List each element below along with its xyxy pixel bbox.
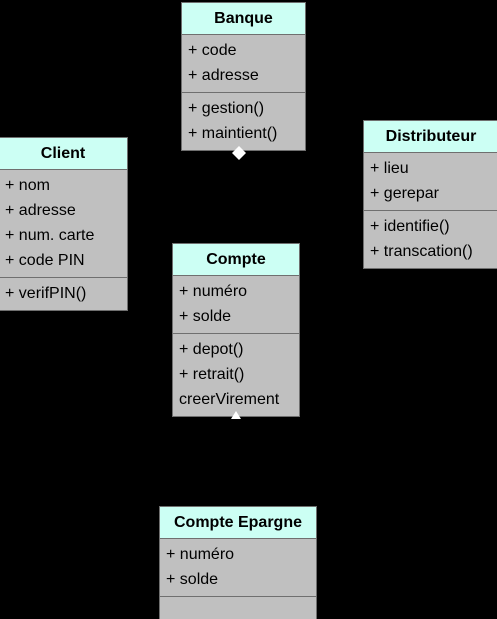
class-compte-name: Compte [173,244,299,276]
attribute: + code [188,42,237,59]
attribute: + lieu [370,160,409,177]
operation: + transcation() [370,243,473,260]
operation: creerVirement [179,391,280,408]
attribute: + adresse [5,202,76,219]
class-compte-epargne: Compte Epargne + numéro + solde [159,506,317,619]
class-compte: Compte + numéro + solde + depot() + retr… [172,243,300,417]
class-banque: Banque + code + adresse + gestion() + ma… [181,2,306,151]
class-distributeur-attributes: + lieu + gerepar [364,153,497,210]
operation: + identifie() [370,218,450,235]
attribute: + nom [5,177,50,194]
class-client-name: Client [0,138,127,170]
class-compte-operations: + depot() + retrait() creerVirement [173,333,299,416]
operation: + maintient() [188,125,278,142]
class-compte-epargne-attributes: + numéro + solde [160,539,316,596]
attribute: + adresse [188,67,259,84]
attribute: + numéro [166,546,235,563]
class-compte-attributes: + numéro + solde [173,276,299,333]
class-distributeur-name: Distributeur [364,121,497,153]
class-client: Client + nom + adresse + num. carte + co… [0,137,128,311]
operation: + depot() [179,341,244,358]
class-distributeur: Distributeur + lieu + gerepar + identifi… [363,120,497,269]
operation: + retrait() [179,366,245,383]
attribute: + solde [179,308,232,325]
class-banque-attributes: + code + adresse [182,35,305,92]
class-client-attributes: + nom + adresse + num. carte + code PIN [0,170,127,277]
operation: + gestion() [188,100,265,117]
operation: + verifPIN() [5,285,87,302]
attribute: + solde [166,571,219,588]
class-compte-epargne-operations [160,596,316,619]
class-banque-operations: + gestion() + maintient() [182,92,305,150]
attribute: + num. carte [5,227,95,244]
class-banque-name: Banque [182,3,305,35]
class-compte-epargne-name: Compte Epargne [160,507,316,539]
class-client-operations: + verifPIN() [0,277,127,310]
class-distributeur-operations: + identifie() + transcation() [364,210,497,268]
attribute: + code PIN [5,252,85,269]
attribute: + gerepar [370,185,439,202]
attribute: + numéro [179,283,248,300]
